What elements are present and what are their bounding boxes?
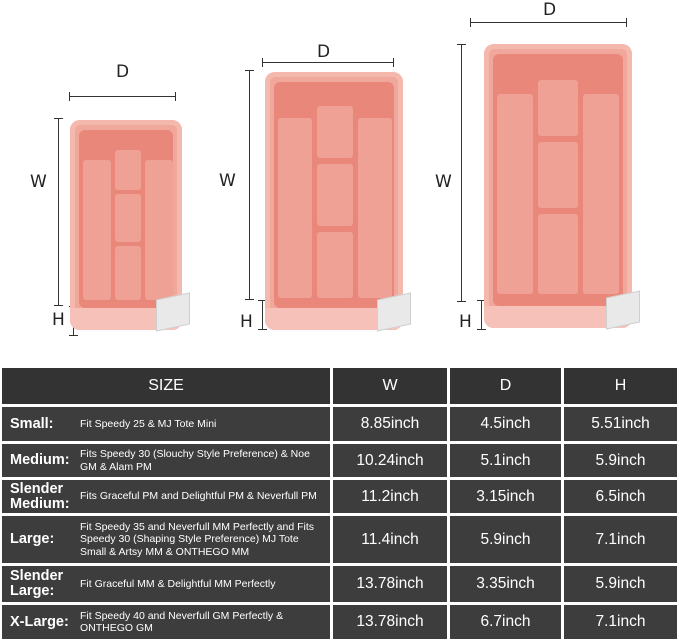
width-value: 8.85inch bbox=[333, 407, 447, 441]
table-row: Slender Large: Fit Graceful MM & Delight… bbox=[0, 566, 679, 602]
height-value: 7.1inch bbox=[564, 605, 677, 639]
size-cell: Large: Fit Speedy 35 and Neverfull MM Pe… bbox=[2, 516, 330, 563]
table-row: Large: Fit Speedy 35 and Neverfull MM Pe… bbox=[0, 516, 679, 563]
fit-description: Fit Speedy 35 and Neverfull MM Perfectly… bbox=[80, 520, 315, 558]
width-value: 11.2inch bbox=[333, 480, 447, 513]
depth-value: 4.5inch bbox=[450, 407, 561, 441]
fit-description: Fits Speedy 30 (Slouchy Style Preference… bbox=[80, 448, 310, 473]
size-name: Large: bbox=[10, 531, 55, 547]
size-cell: Small: Fit Speedy 25 & MJ Tote Mini bbox=[2, 407, 330, 441]
depth-line-large bbox=[470, 18, 627, 27]
size-name: Slender Large: bbox=[10, 568, 64, 599]
size-name: X-Large: bbox=[10, 613, 69, 630]
size-cell: Slender Medium: Fits Graceful PM and Del… bbox=[2, 480, 330, 513]
width-value: 10.24inch bbox=[333, 444, 447, 477]
depth-value: 3.35inch bbox=[450, 566, 561, 602]
height-value: 5.9inch bbox=[564, 444, 677, 477]
organizer-interior bbox=[274, 82, 394, 308]
width-line-medium bbox=[245, 70, 254, 300]
product-illustration: D W H D W H D W H bbox=[30, 0, 640, 336]
size-cell: Medium: Fits Speedy 30 (Slouchy Style Pr… bbox=[2, 444, 330, 477]
depth-value: 6.7inch bbox=[450, 605, 561, 639]
depth-value: 5.9inch bbox=[450, 516, 561, 563]
organizer-small bbox=[70, 120, 190, 332]
depth-label-large: D bbox=[543, 0, 557, 20]
header-width: W bbox=[333, 368, 447, 404]
size-cell: Slender Large: Fit Graceful MM & Delight… bbox=[2, 566, 330, 602]
depth-label-medium: D bbox=[317, 42, 331, 62]
size-table: SIZE W D H Small: Fit Speedy 25 & MJ Tot… bbox=[0, 366, 679, 641]
width-label-large: W bbox=[435, 172, 452, 192]
size-cell: X-Large: Fit Speedy 40 and Neverfull GM … bbox=[2, 605, 330, 639]
width-value: 11.4inch bbox=[333, 516, 447, 563]
fit-description: Fits Graceful PM and Delightful PM & Nev… bbox=[80, 490, 317, 503]
height-line-medium bbox=[258, 300, 267, 330]
size-name: Small: bbox=[10, 415, 54, 432]
depth-line-medium bbox=[262, 58, 394, 67]
height-value: 5.9inch bbox=[564, 566, 677, 602]
header-depth: D bbox=[450, 368, 561, 404]
height-value: 7.1inch bbox=[564, 516, 677, 563]
organizer-interior bbox=[79, 130, 173, 308]
size-name: Medium: bbox=[10, 452, 70, 468]
size-name: Slender Medium: bbox=[10, 480, 70, 512]
table-header-row: SIZE W D H bbox=[0, 368, 679, 404]
height-line-large bbox=[477, 300, 486, 330]
height-label-small: H bbox=[52, 310, 65, 330]
height-value: 6.5inch bbox=[564, 480, 677, 513]
table-row: Small: Fit Speedy 25 & MJ Tote Mini 8.85… bbox=[0, 407, 679, 441]
organizer-large bbox=[484, 44, 640, 330]
depth-value: 5.1inch bbox=[450, 444, 561, 477]
width-value: 13.78inch bbox=[333, 566, 447, 602]
organizer-interior bbox=[493, 54, 623, 306]
width-label-medium: W bbox=[219, 171, 236, 191]
height-label-medium: H bbox=[240, 312, 253, 332]
header-height: H bbox=[564, 368, 677, 404]
width-label-small: W bbox=[30, 172, 47, 192]
width-line-large bbox=[457, 44, 466, 302]
table-row: Medium: Fits Speedy 30 (Slouchy Style Pr… bbox=[0, 444, 679, 477]
header-size: SIZE bbox=[2, 368, 330, 404]
depth-label-small: D bbox=[116, 62, 130, 82]
fit-description: Fit Speedy 40 and Neverfull GM Perfectly… bbox=[80, 609, 284, 635]
height-value: 5.51inch bbox=[564, 407, 677, 441]
fit-description: Fit Speedy 25 & MJ Tote Mini bbox=[80, 417, 217, 430]
width-line-small bbox=[54, 118, 63, 306]
height-label-large: H bbox=[459, 312, 472, 332]
width-value: 13.78inch bbox=[333, 605, 447, 639]
table-row: Slender Medium: Fits Graceful PM and Del… bbox=[0, 480, 679, 513]
table-row: X-Large: Fit Speedy 40 and Neverfull GM … bbox=[0, 605, 679, 639]
depth-value: 3.15inch bbox=[450, 480, 561, 513]
organizer-medium bbox=[265, 72, 411, 332]
depth-line-small bbox=[69, 92, 176, 101]
fit-description: Fit Graceful MM & Delightful MM Perfectl… bbox=[80, 577, 276, 590]
